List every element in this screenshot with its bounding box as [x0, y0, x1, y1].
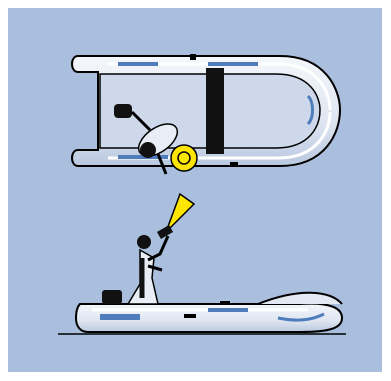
yellow-light-beam: [156, 192, 196, 239]
top-view-valve-bottom: [230, 162, 238, 166]
boat-top-view: [70, 54, 342, 175]
side-view-bow: [257, 291, 343, 305]
top-view-bench: [206, 68, 224, 154]
top-view-stripe-upper: [108, 62, 332, 111]
side-view-accent-3: [277, 312, 325, 322]
top-view-stripe-lower: [108, 111, 332, 160]
top-view-motor-head: [114, 104, 132, 118]
side-view-accent-2: [208, 308, 248, 312]
side-view-accent-1: [100, 314, 140, 320]
top-view-person: [137, 123, 179, 175]
side-view-fitting-1: [184, 314, 196, 318]
top-view-accent-1: [118, 62, 158, 66]
illustration-svg: [8, 8, 382, 372]
top-view-accent-2: [208, 62, 258, 66]
boat-side-view: [58, 192, 346, 335]
side-view-motor: [102, 290, 122, 304]
side-view-fitting-2: [220, 301, 230, 304]
yellow-circle-marker: [170, 144, 198, 172]
top-view-motor-tiller: [130, 110, 152, 132]
yellow-circle-marker-inner: [177, 151, 191, 165]
person-signaling: [126, 235, 170, 305]
top-view-accent-4: [306, 94, 314, 126]
illustration-panel: [8, 8, 382, 372]
top-view-accent-3: [118, 155, 168, 159]
top-view-valve-top: [190, 54, 196, 60]
